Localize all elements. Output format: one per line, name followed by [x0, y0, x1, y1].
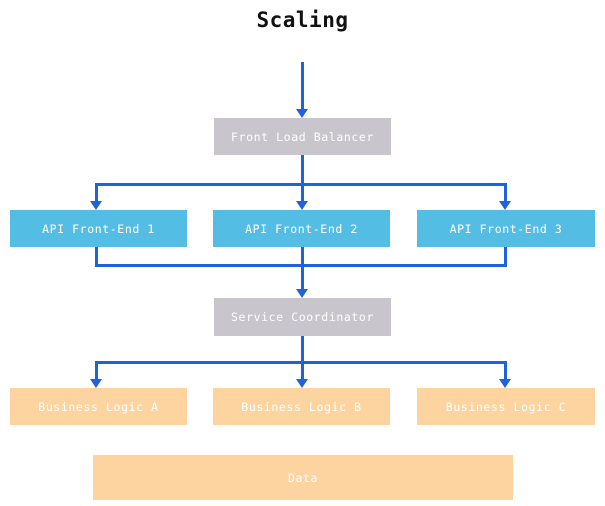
connector-entry-arrowhead [296, 109, 308, 118]
node-api-front-end-1[interactable]: API Front-End 1 [10, 210, 187, 247]
node-api-front-end-2-label: API Front-End 2 [245, 221, 358, 236]
connector-entry-line [301, 62, 304, 112]
node-data[interactable]: Data [93, 455, 513, 500]
node-business-logic-c-label: Business Logic C [445, 399, 567, 414]
node-front-load-balancer[interactable]: Front Load Balancer [214, 118, 391, 155]
node-api-front-end-1-label: API Front-End 1 [42, 221, 155, 236]
connector-api3-stem [504, 247, 507, 267]
connector-bl-c-arrowhead [499, 379, 511, 388]
connector-api1-arrowhead [90, 201, 102, 210]
node-business-logic-c[interactable]: Business Logic C [417, 388, 595, 425]
node-service-coordinator-label: Service Coordinator [231, 310, 374, 324]
connector-coordinator-to-bl-a [95, 361, 98, 383]
node-business-logic-a[interactable]: Business Logic A [10, 388, 187, 425]
connector-api2-to-coordinator [301, 247, 304, 292]
node-business-logic-b-label: Business Logic B [241, 399, 362, 414]
node-business-logic-a-label: Business Logic A [38, 399, 159, 414]
node-data-label: Data [287, 470, 319, 485]
connector-coordinator-stem [301, 336, 304, 364]
connector-coordinator-to-bl-c [504, 361, 507, 383]
node-api-front-end-3[interactable]: API Front-End 3 [417, 210, 595, 247]
connector-api3-arrowhead [499, 201, 511, 210]
connector-bl-a-arrowhead [90, 379, 102, 388]
node-api-front-end-3-label: API Front-End 3 [449, 221, 563, 236]
connector-bl-b-arrowhead [296, 379, 308, 388]
connector-lb-to-api3 [504, 183, 507, 205]
connector-coordinator-to-bl-b [301, 361, 304, 383]
connector-lb-to-api1 [95, 183, 98, 205]
node-front-load-balancer-label: Front Load Balancer [231, 129, 374, 144]
diagram-title: Scaling [256, 8, 349, 32]
connector-api1-stem [95, 247, 98, 267]
connector-lb-stem [301, 155, 304, 186]
connector-api2-arrowhead [296, 201, 308, 210]
connector-coordinator-arrowhead [296, 289, 308, 298]
connector-lb-to-api2 [301, 183, 304, 205]
node-business-logic-b[interactable]: Business Logic B [213, 388, 390, 425]
node-api-front-end-2[interactable]: API Front-End 2 [213, 210, 390, 247]
node-service-coordinator[interactable]: Service Coordinator [214, 298, 391, 336]
